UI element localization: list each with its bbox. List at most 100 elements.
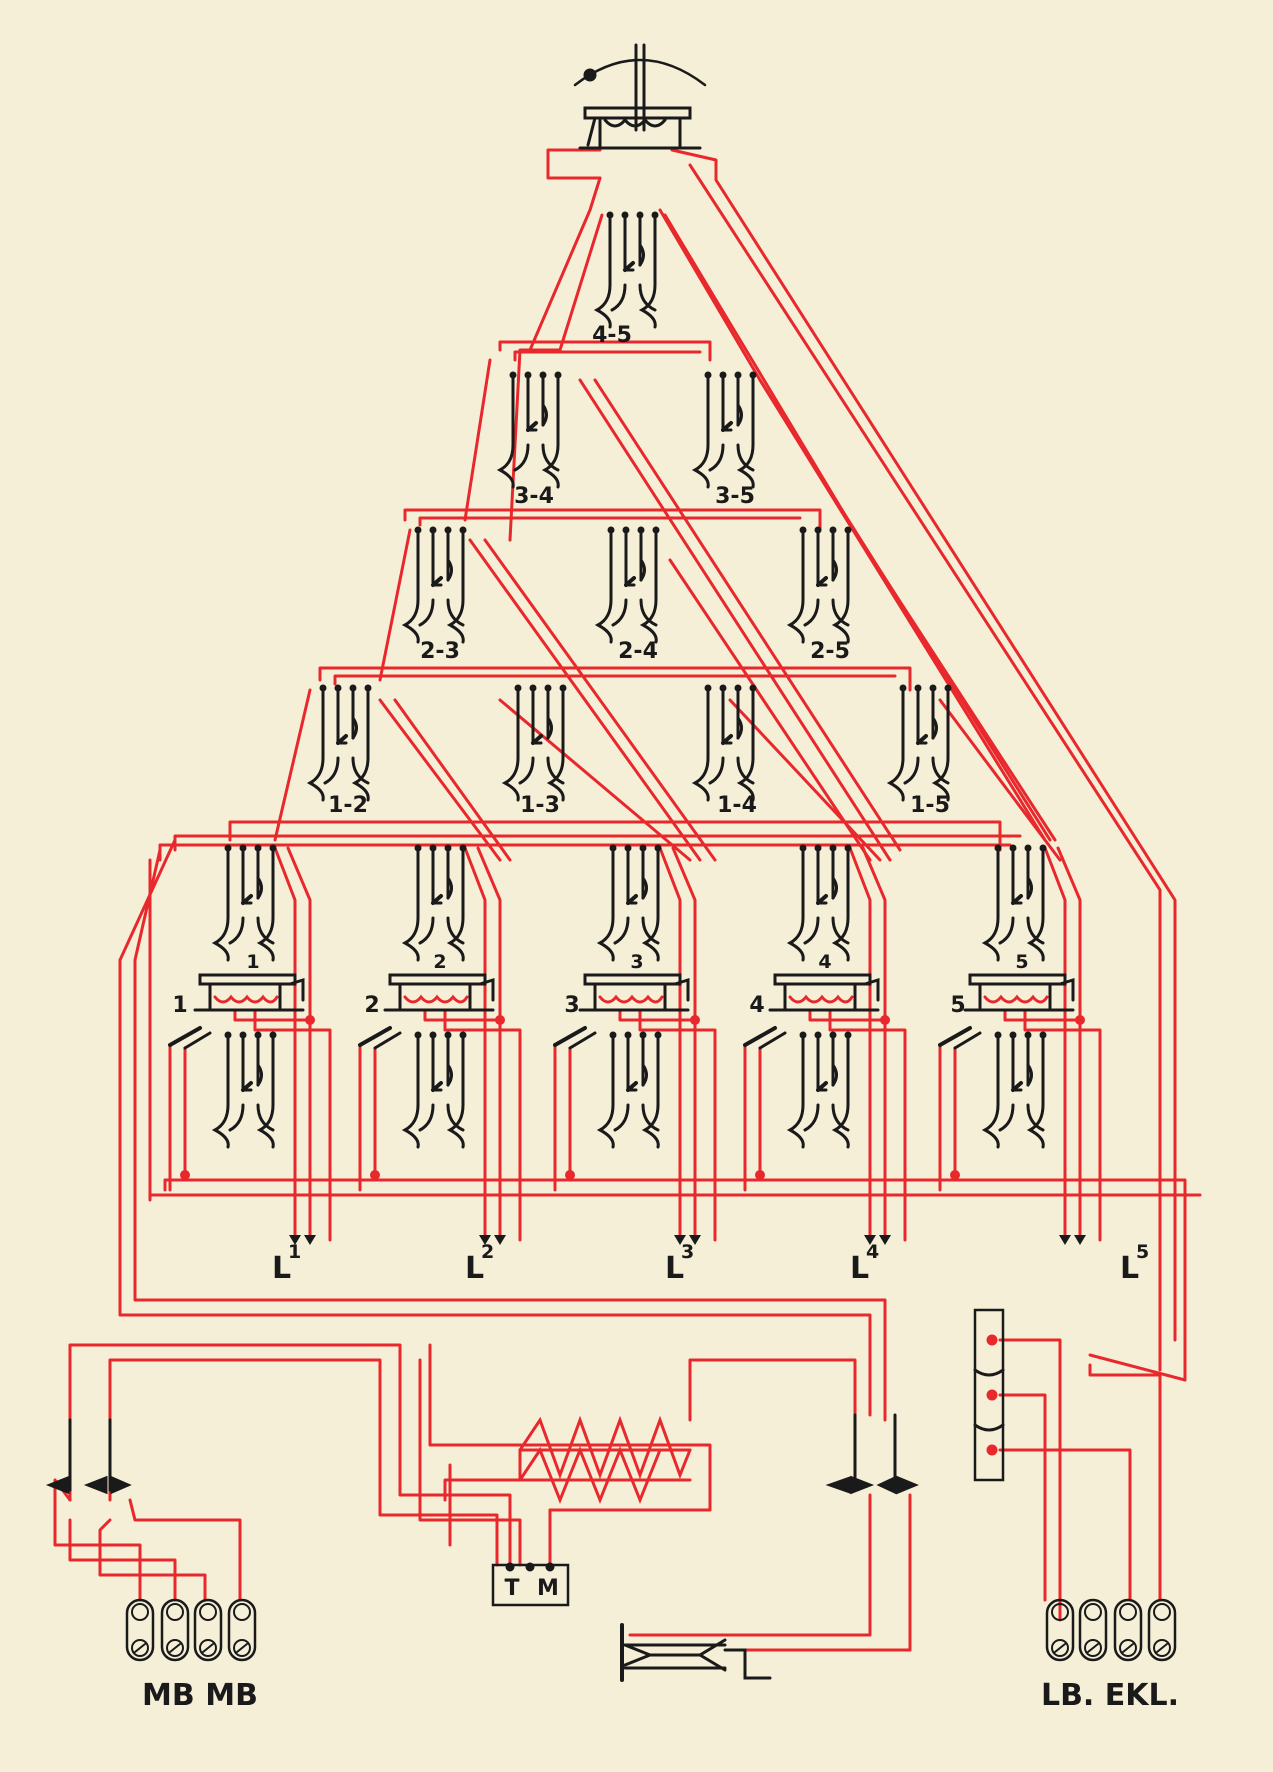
line-label-4: L	[850, 1251, 869, 1286]
station-jack-1	[211, 844, 277, 962]
mb-label: MB MB	[142, 1678, 258, 1713]
line-sup-1: 1	[288, 1241, 301, 1263]
jack-1-3	[501, 684, 567, 802]
line-terminal-4: L 4	[850, 1241, 879, 1286]
wire-bell-b	[743, 1493, 912, 1672]
lb-socket-1	[1045, 1598, 1075, 1662]
line-label-3: L	[665, 1251, 684, 1286]
station-lower-jack-1	[211, 1031, 277, 1149]
station-num-top-4: 4	[818, 951, 831, 973]
wire-lb-1	[998, 1338, 1062, 1622]
wire-coil-a	[428, 1343, 712, 1477]
wire-mb-6	[128, 1498, 242, 1602]
station-num-left-5: 5	[950, 993, 965, 1018]
jack-label-2-3: 2-3	[420, 639, 460, 664]
wire-t2-b	[578, 378, 892, 862]
line-terminal-5: L 5	[1120, 1241, 1149, 1286]
jack-2-5	[786, 526, 852, 644]
line-label-2: L	[465, 1251, 484, 1286]
station-jack-5	[981, 844, 1047, 962]
labels: 4-5 3-4 3-5 2-3 2-4 2-5 1-2 1-3 1-4 1-5 …	[142, 323, 1179, 1713]
relay-icon-4	[743, 973, 880, 1050]
wire-t3-b	[468, 538, 702, 862]
tm-label-m: M	[537, 1576, 559, 1601]
mb-socket-4	[227, 1598, 257, 1662]
mb-socket-3	[193, 1598, 223, 1662]
bus-tier2-b	[513, 350, 702, 362]
station-lower-jack-3	[596, 1031, 662, 1149]
wire-lb-3	[998, 1448, 1132, 1602]
wiring-network	[53, 148, 1202, 1672]
jack-label-3-5: 3-5	[715, 484, 755, 509]
jack-groups	[211, 211, 1047, 1149]
induction-coil-icon	[518, 1415, 692, 1505]
wire-t2-d	[758, 378, 1047, 842]
wire-coil-f	[688, 1358, 857, 1422]
wire-t1-b	[663, 213, 862, 542]
jack-label-2-5: 2-5	[810, 639, 850, 664]
jack-3-5	[691, 371, 757, 489]
mb-socket-2	[160, 1598, 190, 1662]
wire-top-left	[528, 176, 602, 352]
line-terminal-1: L 1	[272, 1241, 301, 1286]
wire-coil-b	[418, 1358, 522, 1567]
wire-outer-2	[133, 848, 887, 1422]
mb-socket-1	[125, 1598, 155, 1662]
wire-mb-5	[98, 1518, 207, 1602]
wire-t3-c	[483, 538, 717, 862]
terminal-strip	[973, 1308, 1005, 1482]
jack-label-2-4: 2-4	[618, 639, 658, 664]
mb-switch-icon	[45, 1418, 132, 1495]
wire-lb-2	[998, 1393, 1047, 1602]
lb-socket-3	[1113, 1598, 1143, 1662]
battery-sockets	[125, 1598, 1177, 1662]
tm-label-t: T	[504, 1576, 519, 1601]
wire-top-loop	[546, 148, 602, 180]
jack-label-1-3: 1-3	[520, 793, 560, 818]
lb-ekl-label: LB. EKL.	[1041, 1678, 1179, 1713]
wire-mb-2	[108, 1358, 499, 1567]
relay-icon-1	[168, 973, 305, 1050]
wire-bell-a	[628, 1493, 872, 1637]
station-num-left-1: 1	[172, 993, 187, 1018]
jack-1-4	[691, 684, 757, 802]
jack-1-2	[306, 684, 372, 802]
station-lower-jack-5	[981, 1031, 1047, 1149]
bus-lower-a	[163, 1178, 1187, 1382]
station-num-top-2: 2	[433, 951, 446, 973]
station-num-left-3: 3	[564, 993, 579, 1018]
station-lower-jack-2	[401, 1031, 467, 1149]
bus-tier4-b	[333, 674, 897, 686]
station-wires	[168, 846, 1102, 1245]
wire-t2-a	[463, 358, 492, 522]
wire-mb-1	[68, 1343, 512, 1567]
relay-icon-5	[938, 973, 1075, 1050]
line-terminal-3: L 3	[665, 1241, 694, 1286]
tm-box	[491, 1562, 570, 1607]
jack-2-3	[401, 526, 467, 644]
wire-t3-e	[858, 538, 1057, 842]
station-jack-4	[786, 844, 852, 962]
drop-indicator-icon	[573, 43, 707, 150]
bus-tier2-a	[498, 340, 712, 362]
line-label-5: L	[1120, 1251, 1139, 1286]
bus-tier4-a	[318, 666, 912, 692]
wire-outer-1	[118, 838, 872, 1417]
wire-t3-a	[378, 528, 412, 682]
line-sup-2: 2	[481, 1241, 494, 1263]
wire-t4-e	[728, 698, 882, 862]
lb-socket-4	[1147, 1598, 1177, 1662]
line-sup-5: 5	[1136, 1241, 1149, 1263]
lb-socket-2	[1078, 1598, 1108, 1662]
station-num-top-5: 5	[1015, 951, 1028, 973]
wire-t1-a	[508, 213, 604, 542]
jack-label-1-5: 1-5	[910, 793, 950, 818]
line-sup-4: 4	[866, 1241, 879, 1263]
bell-icon	[620, 1623, 772, 1682]
wire-top-right-1	[670, 148, 1177, 1342]
station-lower-jack-4	[786, 1031, 852, 1149]
jack-label-1-4: 1-4	[717, 793, 757, 818]
wire-t3-d	[668, 558, 872, 862]
relay-icon-3	[553, 973, 690, 1050]
bus-tier3-a	[403, 508, 822, 532]
